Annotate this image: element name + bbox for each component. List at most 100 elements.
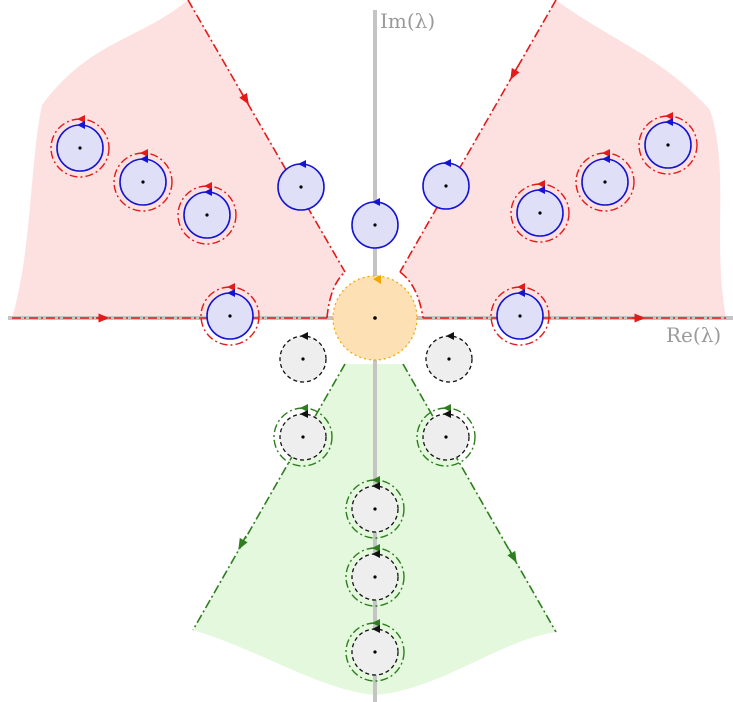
red-small-arc-left [326,271,346,319]
green-dashed-ring [416,407,476,467]
blue-circle-arrow [665,118,673,126]
red-ring-arrow [537,180,545,188]
pole-point [141,180,145,184]
blue-circle-arrow [298,160,306,168]
blue-circle-arrow [517,289,525,297]
red-dashed-ring [113,152,173,212]
red-ring-arrow [77,115,85,123]
red-dashed-ring [638,115,698,175]
pole-point [444,435,448,439]
gray-disk [279,332,327,383]
pole-point [228,314,232,318]
upper-left-red-region [12,0,345,318]
red-ring-arrow [204,182,212,190]
blue-circle-arrow [227,289,235,297]
green-ring-arrow [300,404,308,412]
shaded-regions [12,0,726,695]
green-ring-arrow [443,404,451,412]
green-ray-lower-right [402,363,557,633]
blue-circle-arrow [372,198,380,206]
blue-disk [490,283,550,346]
pole-point [666,143,670,147]
pole-point [373,575,377,579]
pole-point [373,650,377,654]
green-dashed-ring [273,407,333,467]
green-ring-arrow [372,544,380,552]
red-dashed-ring [50,118,110,178]
red-arrow-upper-left-ray [239,91,249,105]
red-small-arc-right [399,271,424,319]
black-circle-arrow [300,332,308,340]
lower-half-plane-disks [273,332,476,682]
blue-circle-arrow [443,159,451,167]
blue-disk [638,112,698,175]
black-circle-arrow [372,625,380,633]
red-arrow-upper-right-ray [510,65,520,80]
upper-half-plane-disks [50,112,698,346]
black-circle-arrow [372,482,380,490]
upper-right-red-region [400,0,726,318]
red-ring-arrow [517,283,525,291]
origin-disk-arrow [373,275,381,284]
origin-point [373,316,377,320]
black-circle-arrow [372,550,380,558]
gray-disk [345,619,405,682]
origin-disk [332,275,418,361]
green-dashed-ring [345,479,405,539]
red-ring-arrow [665,112,673,120]
blue-circle-arrow [140,155,148,163]
pole-point [538,211,542,215]
pole-point [603,180,607,184]
blue-disk [575,149,635,212]
green-ring-arrow [372,619,380,627]
red-dashed-ring [200,286,260,346]
blue-disk [510,180,570,243]
green-ring-arrow [372,476,380,484]
blue-disk [177,182,237,245]
black-circle-arrow [300,410,308,418]
blue-circle-arrow [77,121,85,129]
green-ray-lower-left [192,363,346,631]
black-circle-arrow [443,410,451,418]
red-ring-arrow [227,283,235,291]
blue-circle-arrow [204,188,212,196]
red-ray-upper-right [399,0,557,273]
blue-disk [200,283,260,346]
gray-disk [425,332,473,383]
green-arrow-lower-left-ray [238,535,248,550]
real-axis-label: Re(λ) [666,323,721,347]
green-dashed-ring [345,622,405,682]
red-ring-arrow [140,149,148,157]
red-dashed-ring [510,183,570,243]
pole-point [78,146,82,150]
pole-point [205,213,209,217]
green-contour [192,363,557,633]
blue-disk [277,160,325,211]
gray-disk [345,544,405,607]
blue-circle-arrow [602,155,610,163]
blue-disk [422,159,470,210]
red-contour [12,0,726,323]
gray-disk [345,476,405,539]
blue-disk [50,115,110,178]
gray-disk [416,404,476,467]
pole-point [301,435,305,439]
pole-point [373,507,377,511]
blue-disk [113,149,173,212]
green-dashed-ring [345,547,405,607]
blue-circle-arrow [537,186,545,194]
red-dashed-ring [490,286,550,346]
pole-point [444,184,448,188]
imaginary-axis-label: Im(λ) [380,9,435,33]
blue-disk [351,198,399,249]
pole-point [301,357,305,361]
pole-point [373,223,377,227]
pole-point [299,185,303,189]
pole-point [518,314,522,318]
red-ring-arrow [602,149,610,157]
black-circle-arrow [446,332,454,340]
pole-point [447,357,451,361]
gray-disk [273,404,333,467]
red-dashed-ring [177,185,237,245]
